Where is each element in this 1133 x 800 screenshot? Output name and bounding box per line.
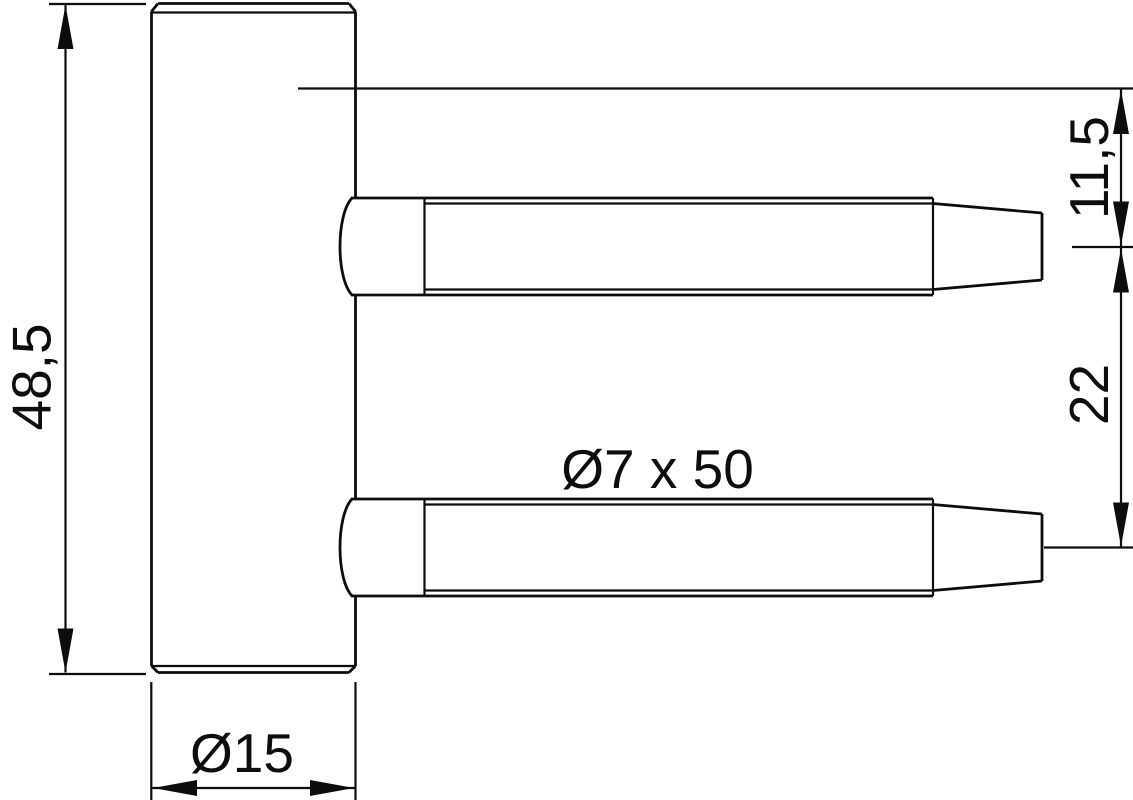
diameter-dimension: Ø15: [150, 682, 357, 800]
height-extension-lines: [49, 2, 146, 676]
upper-pin-taper: [932, 202, 1043, 291]
diameter-extension-lines: [150, 682, 357, 800]
pin-spacing-label: 22: [1058, 364, 1120, 425]
diameter-arrow-left: [153, 780, 197, 796]
lower-pin: [338, 497, 1044, 598]
height-dimension: 48,5: [1, 2, 146, 676]
upper-pin-dome: [338, 197, 354, 296]
offset-arrow-up: [1113, 90, 1129, 134]
offset-arrow-down: [1113, 201, 1129, 246]
lower-pin-dome: [338, 498, 354, 597]
spacing-arrow-down: [1113, 502, 1129, 547]
pin-spec: Ø7 x 50: [561, 438, 754, 500]
lower-pin-taper: [932, 503, 1043, 592]
upper-pin-shaft-inner-lines: [424, 202, 933, 291]
height-arrow-up: [57, 5, 74, 49]
body-top-edge: [150, 2, 357, 13]
hinge-body: [150, 2, 357, 674]
height-arrow-down: [57, 628, 74, 673]
upper-pin: [338, 196, 1044, 297]
spacing-arrow-up: [1113, 248, 1129, 293]
diameter-arrow-right: [310, 780, 354, 796]
lower-pin-shaft-inner-lines: [424, 503, 933, 592]
diameter-dimension-label: Ø15: [190, 722, 294, 784]
right-dimensions: 11,5 22: [298, 87, 1133, 549]
pin-offset-label: 11,5: [1058, 116, 1120, 219]
height-dimension-label: 48,5: [1, 323, 63, 430]
pin-spec-label: Ø7 x 50: [561, 438, 754, 500]
